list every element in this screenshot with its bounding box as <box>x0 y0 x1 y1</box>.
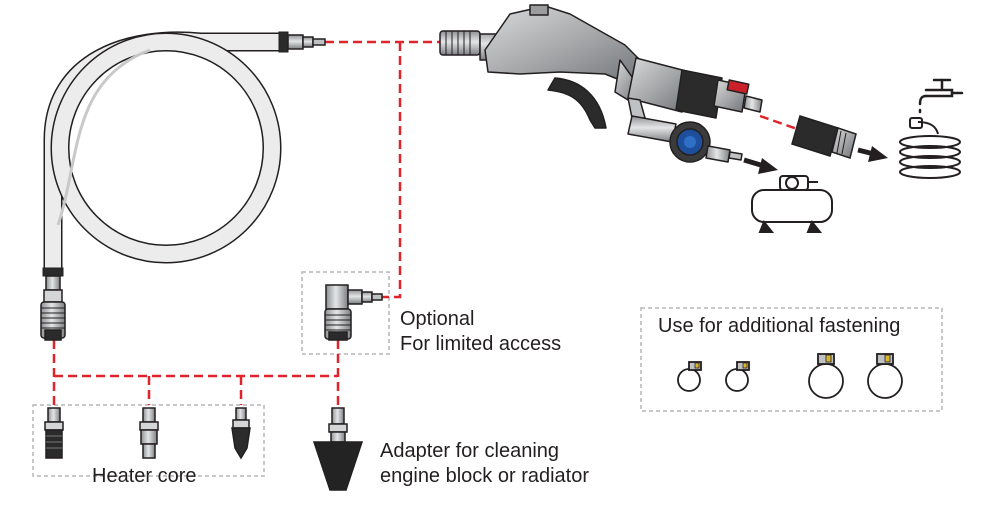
small-hose-clamp-1 <box>677 361 702 392</box>
faucet-icon <box>918 78 964 114</box>
heater-core-adapter-1 <box>44 407 64 459</box>
small-hose-clamp-2 <box>725 361 750 392</box>
adapter-label-line2: engine block or radiator <box>380 465 590 487</box>
heater-core-adapter-2 <box>139 407 159 459</box>
hose-top-plug <box>287 34 326 50</box>
hose-clamp <box>42 267 64 277</box>
cone-adapter <box>312 407 364 491</box>
arrow-to-water-supply <box>857 146 888 162</box>
arrow-to-compressor <box>743 157 778 174</box>
large-hose-clamp-1 <box>808 353 844 399</box>
optional-label: Optional <box>400 308 475 330</box>
spray-gun <box>439 4 763 163</box>
hose-bottom-coupler <box>40 275 66 341</box>
optional-angle-adapter <box>324 284 383 341</box>
adapter-label-line1: Adapter for cleaning <box>380 440 560 462</box>
fastening-group-box <box>640 307 943 412</box>
large-hose-clamp-2 <box>867 353 903 399</box>
heater-core-adapter-3 <box>231 407 251 460</box>
water-hose-connector <box>791 115 857 159</box>
optional-adapter-group-box <box>301 271 390 355</box>
connection-lines <box>52 40 801 405</box>
garden-hose-icon <box>899 117 961 179</box>
hose-clamp <box>278 31 289 53</box>
coiled-hose <box>43 31 285 272</box>
heater-core-label: Heater core <box>92 465 197 487</box>
air-compressor-icon <box>751 175 833 233</box>
fastening-label: Use for additional fastening <box>658 315 901 337</box>
limited-access-label: For limited access <box>400 333 562 355</box>
